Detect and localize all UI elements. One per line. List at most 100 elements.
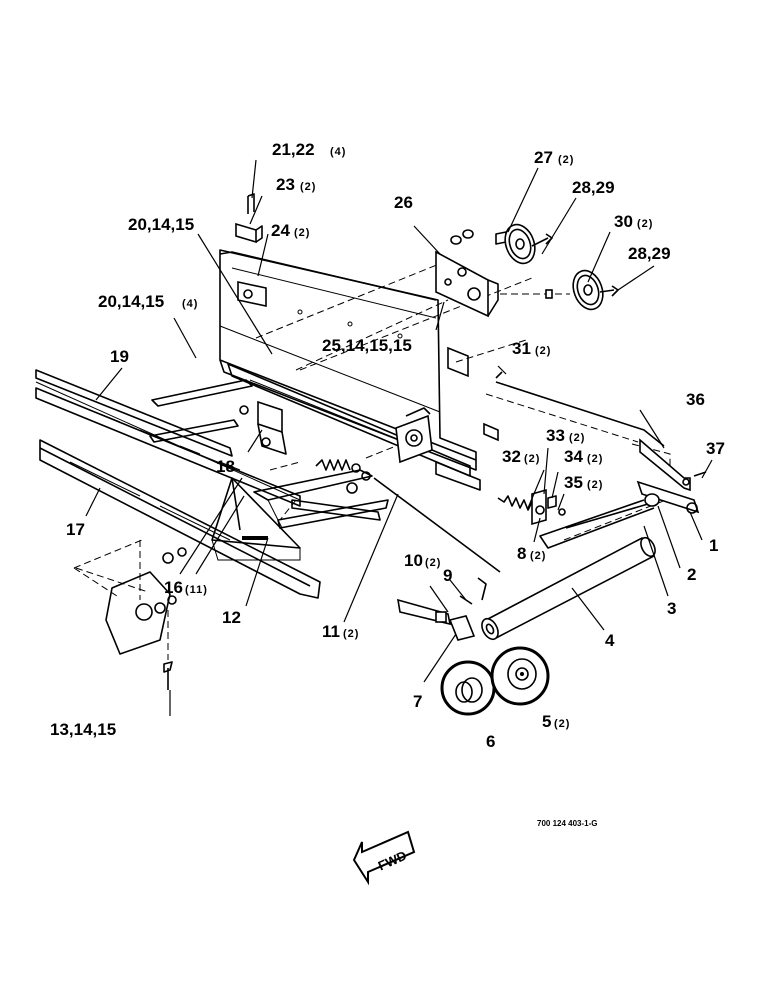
svg-text:(2): (2) <box>300 181 316 193</box>
svg-text:10: 10 <box>404 551 423 570</box>
callout-21: 21,22 (4) <box>272 140 346 159</box>
callout-28b: 28,29 <box>628 244 671 263</box>
svg-text:1: 1 <box>709 536 718 555</box>
svg-text:17: 17 <box>66 520 85 539</box>
svg-text:(4): (4) <box>330 146 346 158</box>
svg-text:(2): (2) <box>535 345 551 357</box>
callout-11: 11(2) <box>322 622 359 641</box>
svg-text:8: 8 <box>517 544 526 563</box>
svg-text:(2): (2) <box>524 453 540 465</box>
callout-31: 31(2) <box>512 339 551 358</box>
callout-2: 2 <box>687 565 696 584</box>
svg-text:(4): (4) <box>182 298 198 310</box>
detail-bushing-6 <box>440 660 496 716</box>
svg-text:28,29: 28,29 <box>628 244 671 263</box>
shield-17 <box>39 439 321 599</box>
svg-text:20,14,15: 20,14,15 <box>128 215 194 234</box>
svg-text:37: 37 <box>706 439 725 458</box>
svg-text:9: 9 <box>443 566 452 585</box>
svg-text:2: 2 <box>687 565 696 584</box>
svg-text:21,22: 21,22 <box>272 140 315 159</box>
plate-13-bracket <box>73 539 187 660</box>
callout-23: 23 (2) <box>276 175 316 194</box>
bolt-21 <box>247 193 255 214</box>
callout-27: 27(2) <box>534 148 574 167</box>
svg-text:5: 5 <box>542 712 551 731</box>
callout-12: 12 <box>222 608 241 627</box>
svg-text:28,29: 28,29 <box>572 178 615 197</box>
callout-26: 26 <box>394 193 413 212</box>
svg-text:30: 30 <box>614 212 633 231</box>
svg-text:(2): (2) <box>587 453 603 465</box>
callout-37: 37 <box>706 439 725 458</box>
callout-20b: 20,14,15(4) <box>98 292 198 311</box>
svg-text:23: 23 <box>276 175 295 194</box>
bearing-plate-26 <box>435 250 499 318</box>
callout-32: 32(2) <box>502 447 540 466</box>
svg-text:(2): (2) <box>587 479 603 491</box>
idler-pulley-30 <box>572 269 619 311</box>
svg-text:6: 6 <box>486 732 495 751</box>
svg-text:3: 3 <box>667 599 676 618</box>
svg-text:36: 36 <box>686 390 705 409</box>
svg-text:(2): (2) <box>425 557 441 569</box>
svg-text:19: 19 <box>110 347 129 366</box>
callout-17: 17 <box>66 520 85 539</box>
mount-plate-24 <box>237 281 267 307</box>
tube-7 <box>448 615 476 641</box>
callout-7: 7 <box>413 692 422 711</box>
callout-36: 36 <box>686 390 705 409</box>
dashed-outlines <box>75 261 671 593</box>
callout-18: 18 <box>216 457 235 476</box>
callout-9: 9 <box>443 566 452 585</box>
callout-33: 33 (2) <box>546 426 585 445</box>
pin-37 <box>693 471 707 477</box>
bracket-31-mount <box>447 346 499 442</box>
arm-assembly-33 <box>531 488 566 526</box>
svg-text:16: 16 <box>164 578 183 597</box>
idler-pulley-27 <box>504 223 553 265</box>
callout-6: 6 <box>486 732 495 751</box>
pulley-shaft <box>500 289 570 299</box>
svg-text:(2): (2) <box>294 227 310 239</box>
svg-text:(2): (2) <box>343 628 359 640</box>
callout-1: 1 <box>709 536 718 555</box>
rod-31 <box>495 371 665 447</box>
svg-text:7: 7 <box>413 692 422 711</box>
svg-text:33: 33 <box>546 426 565 445</box>
arm-1 <box>636 480 700 514</box>
svg-text:11: 11 <box>322 622 340 641</box>
callout-28a: 28,29 <box>572 178 615 197</box>
callout-30: 30 (2) <box>614 212 653 231</box>
svg-text:(2): (2) <box>569 432 585 444</box>
roller-4 <box>481 536 656 641</box>
callout-20a: 20,14,15 <box>128 215 194 234</box>
bearing-housing <box>395 407 433 464</box>
callout-35: 35(2) <box>564 473 603 492</box>
svg-text:18: 18 <box>216 457 235 476</box>
callout-13: 13,14,15 <box>50 720 116 739</box>
bolt-13 <box>163 661 173 690</box>
spring-11 <box>315 459 501 573</box>
callout-24: 24 (2) <box>271 221 310 240</box>
svg-text:(2): (2) <box>637 218 653 230</box>
svg-text:(2): (2) <box>558 154 574 166</box>
detail-bearing-5 <box>490 646 550 706</box>
bracket-23 <box>235 222 263 244</box>
svg-text:34: 34 <box>564 447 583 466</box>
svg-text:32: 32 <box>502 447 521 466</box>
svg-text:4: 4 <box>605 631 615 650</box>
callout-19: 19 <box>110 347 129 366</box>
pin-9 <box>459 577 487 605</box>
svg-text:(11): (11) <box>185 584 208 596</box>
callout-10: 10(2) <box>404 551 441 570</box>
svg-text:(2): (2) <box>530 550 546 562</box>
callout-25: 25,14,15,15 <box>322 336 412 355</box>
bar-36 <box>639 438 691 492</box>
callout-3: 3 <box>667 599 676 618</box>
svg-text:12: 12 <box>222 608 241 627</box>
svg-text:24: 24 <box>271 221 290 240</box>
trough-rail-19 <box>35 369 301 507</box>
svg-text:26: 26 <box>394 193 413 212</box>
